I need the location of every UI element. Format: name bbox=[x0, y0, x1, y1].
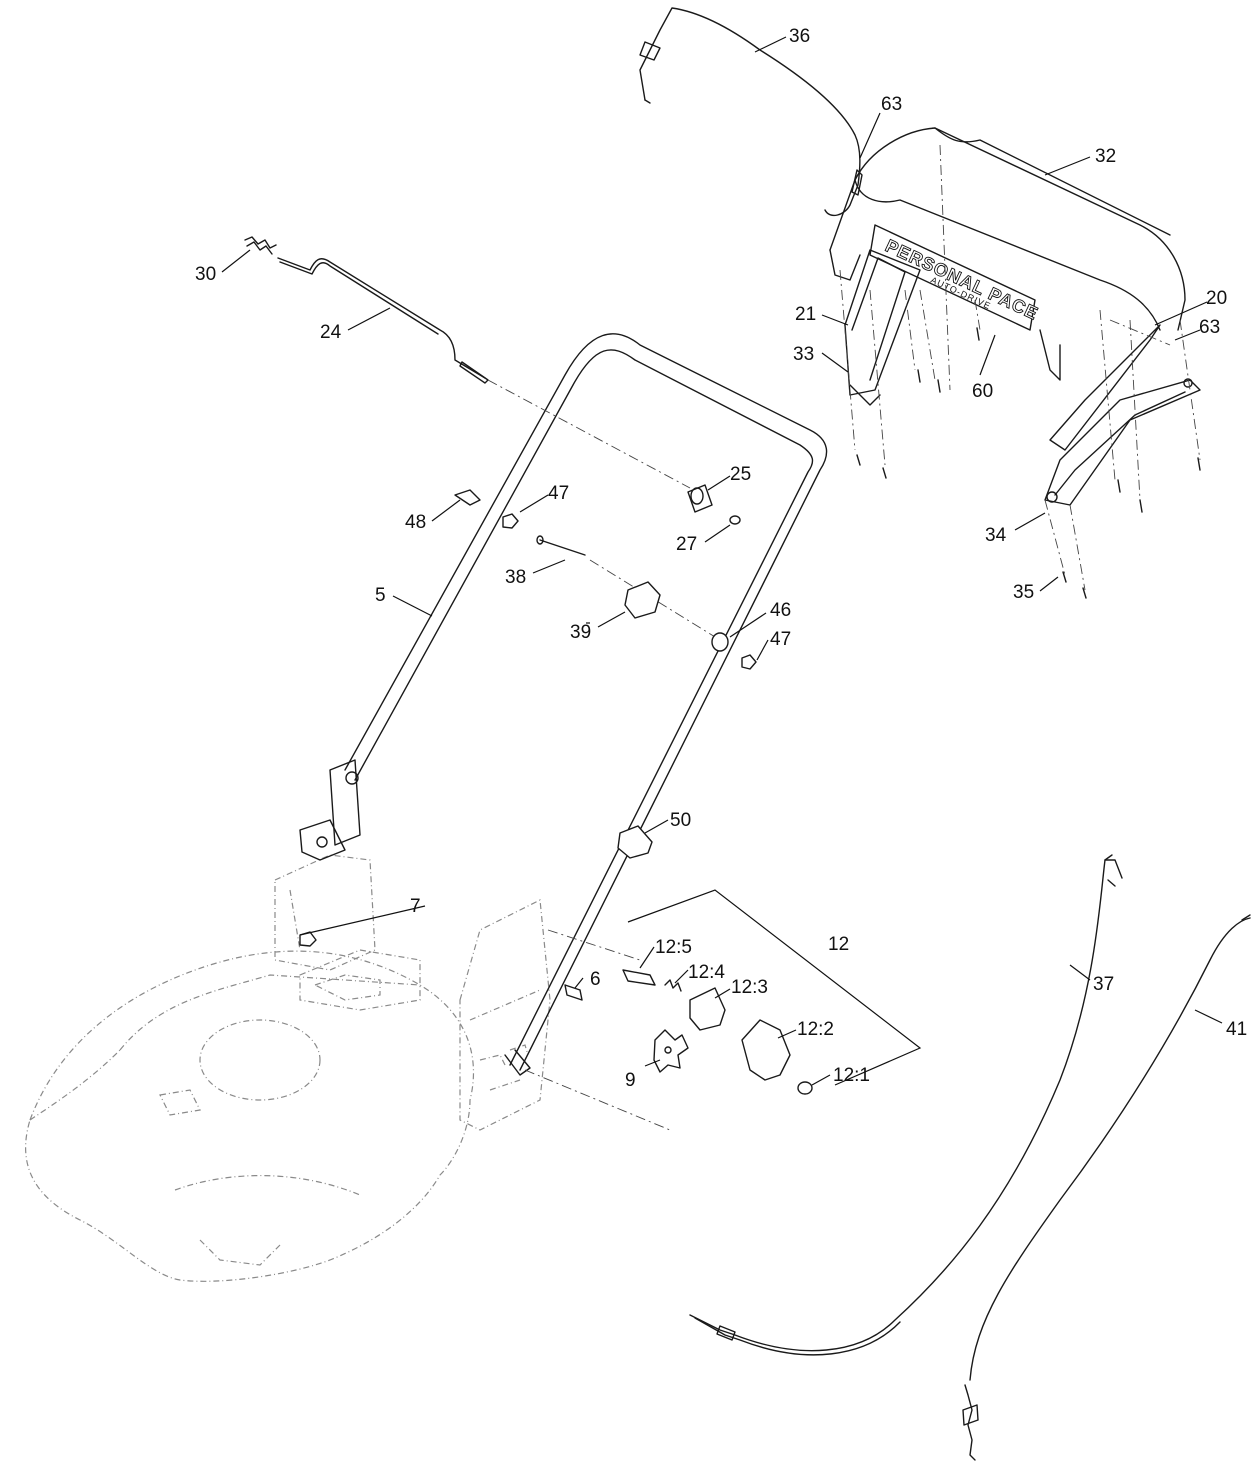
decal-brand-text: PERSONAL PACE bbox=[882, 235, 1041, 323]
callout-9: 9 bbox=[625, 1070, 636, 1091]
callout-63: 63 bbox=[881, 94, 902, 115]
callout-7: 7 bbox=[410, 896, 421, 917]
callout-12-2: 12:2 bbox=[797, 1019, 834, 1040]
callout-20: 20 bbox=[1206, 288, 1227, 309]
callout-50: 50 bbox=[670, 810, 691, 831]
callout-12: 12 bbox=[828, 934, 849, 955]
callout-27: 27 bbox=[676, 534, 697, 555]
callout-labels: 36 63 32 30 24 21 33 60 20 63 25 47 48 2… bbox=[195, 26, 1247, 1091]
callout-12-3: 12:3 bbox=[731, 977, 768, 998]
callout-36: 36 bbox=[789, 26, 810, 47]
callout-46: 46 bbox=[770, 600, 791, 621]
callout-12-1: 12:1 bbox=[833, 1065, 870, 1086]
callout-38: 38 bbox=[505, 567, 526, 588]
cables bbox=[689, 854, 1251, 1461]
callout-32: 32 bbox=[1095, 146, 1116, 167]
callout-35: 35 bbox=[1013, 582, 1034, 603]
callout-41: 41 bbox=[1226, 1019, 1247, 1040]
speed-rod bbox=[244, 236, 489, 384]
callout-21: 21 bbox=[795, 304, 816, 325]
callout-12-4: 12:4 bbox=[688, 962, 725, 983]
callout-6: 6 bbox=[590, 969, 601, 990]
callout-48: 48 bbox=[405, 512, 426, 533]
assembly-12-bracket bbox=[627, 889, 922, 1086]
callout-33: 33 bbox=[793, 344, 814, 365]
handle-frame bbox=[344, 333, 828, 1076]
callout-37: 37 bbox=[1093, 974, 1114, 995]
callout-60: 60 bbox=[972, 381, 993, 402]
handle-hardware bbox=[299, 379, 813, 1131]
callout-5: 5 bbox=[375, 585, 386, 606]
mower-deck bbox=[25, 759, 551, 1282]
callout-63-right: 63 bbox=[1199, 317, 1220, 338]
leader-lines bbox=[221, 36, 1223, 1086]
callout-34: 34 bbox=[985, 525, 1007, 546]
callout-47: 47 bbox=[548, 483, 569, 504]
callout-39: 39 bbox=[570, 622, 591, 643]
callout-30: 30 bbox=[195, 264, 216, 285]
callout-47-lower: 47 bbox=[770, 629, 791, 650]
bail-assembly: PERSONAL PACE AUTO-DRIVE bbox=[829, 127, 1201, 599]
drive-bail-rod bbox=[639, 7, 863, 217]
callout-24: 24 bbox=[320, 322, 342, 343]
callout-12-5: 12:5 bbox=[655, 937, 692, 958]
callout-25: 25 bbox=[730, 464, 751, 485]
